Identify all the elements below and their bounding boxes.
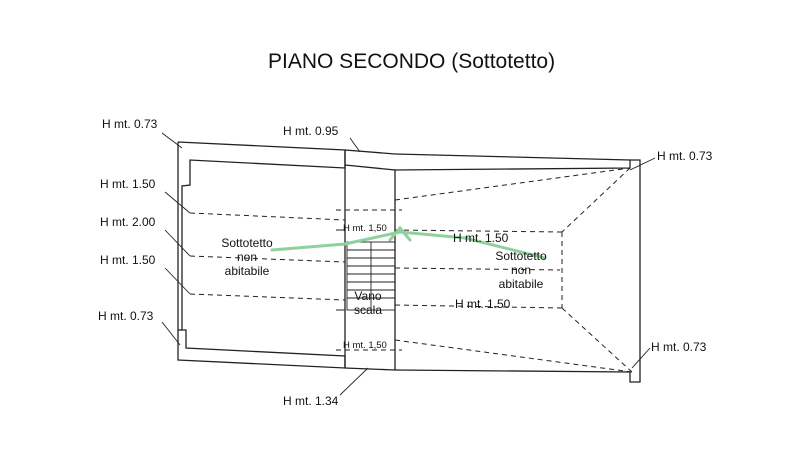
ridge-arrow xyxy=(270,225,547,260)
height-label-stair-bottom: H mt. 1.34 xyxy=(283,394,339,408)
stair-treads xyxy=(336,209,402,351)
roof-lines-right xyxy=(394,167,633,373)
height-label-right-inner-bottom: H mt. 1.50 xyxy=(455,297,511,311)
height-label-left-lower: H mt. 1.50 xyxy=(100,253,156,267)
room-right-line2: non xyxy=(511,263,531,277)
room-left-line1: Sottotetto xyxy=(221,236,273,250)
height-label-left-upper: H mt. 1.50 xyxy=(100,177,156,191)
height-label-top-left: H mt. 0.73 xyxy=(102,117,158,131)
room-right-line3: abitabile xyxy=(499,277,544,291)
height-label-top-right: H mt. 0.73 xyxy=(657,149,713,163)
room-left-line3: abitabile xyxy=(225,264,270,278)
height-label-right-inner-top: H mt. 1.50 xyxy=(453,231,509,245)
stair-dimension-top: H mt. 1,50 xyxy=(343,223,387,234)
height-label-left-middle: H mt. 2.00 xyxy=(100,215,156,229)
room-labels: Sottotetto non abitabile Sottotetto non … xyxy=(221,236,547,317)
room-right-line1: Sottotetto xyxy=(495,249,547,263)
height-label-bottom-right: H mt. 0.73 xyxy=(651,340,707,354)
height-label-bottom-left: H mt. 0.73 xyxy=(98,309,154,323)
height-labels: H mt. 0.73 H mt. 1.50 H mt. 2.00 H mt. 1… xyxy=(98,117,713,408)
stair-dimension-bottom: H mt. 1,50 xyxy=(343,340,387,351)
room-stair-line2: scala xyxy=(354,303,382,317)
room-left-line2: non xyxy=(237,250,257,264)
room-stair-line1: Vano xyxy=(354,289,381,303)
plan-title: PIANO SECONDO (Sottotetto) xyxy=(268,50,556,73)
roof-lines-left xyxy=(189,212,561,301)
leader-lines xyxy=(161,132,656,396)
height-label-stair-top: H mt. 0.95 xyxy=(283,124,339,138)
